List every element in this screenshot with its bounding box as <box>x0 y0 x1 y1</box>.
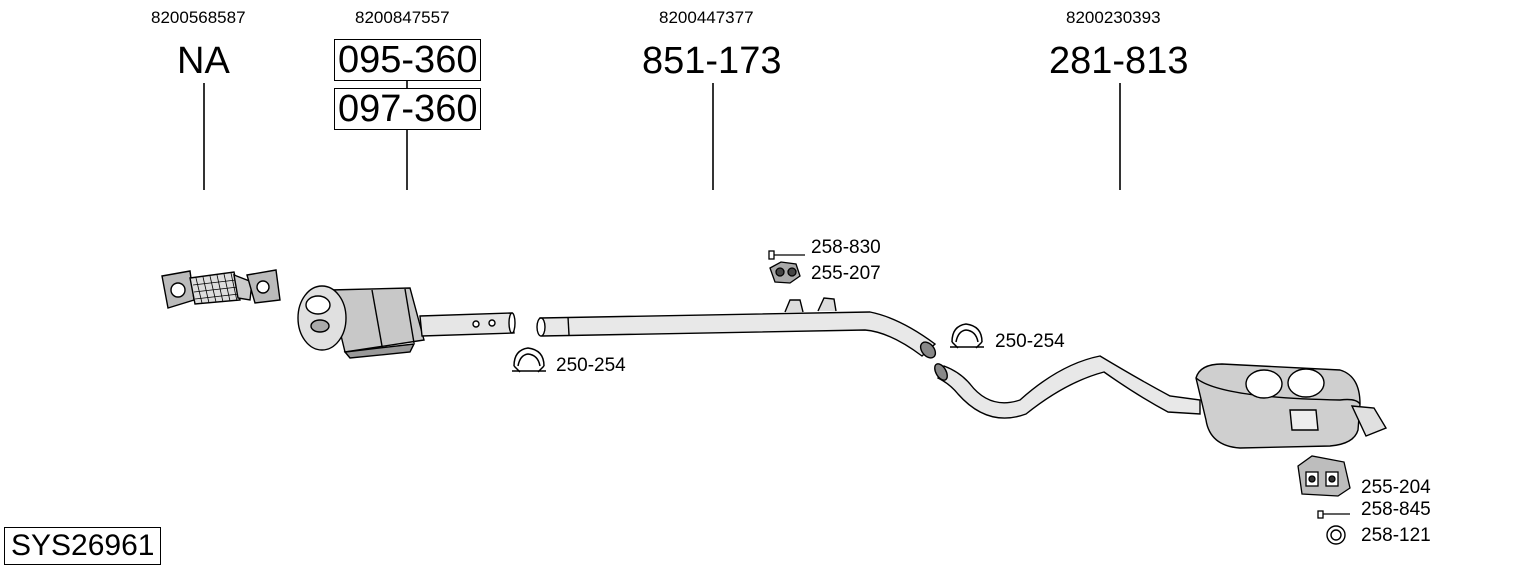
bolt-rear-icon <box>1317 510 1350 519</box>
part-number-middle-pipe: 851-173 <box>642 40 782 82</box>
bolt-mid-icon <box>768 250 805 260</box>
part-number-catalyst-2: 097-360 <box>334 88 482 130</box>
oem-number-middle-pipe: 8200447377 <box>659 8 754 27</box>
catalyst-drawing <box>297 285 516 359</box>
label-ring-rear: 258-121 <box>1361 525 1431 546</box>
oem-number-front-pipe: 8200568587 <box>151 8 246 27</box>
rear-silencer-drawing <box>934 355 1388 449</box>
ring-rear-icon <box>1326 525 1346 545</box>
part-number-rear-silencer: 281-813 <box>1049 40 1189 82</box>
part-number-catalyst-1: 095-360 <box>334 39 482 81</box>
system-code: SYS26961 <box>4 527 162 565</box>
label-bolt-rear: 258-845 <box>1361 499 1431 520</box>
label-rubber-rear: 255-204 <box>1361 477 1431 498</box>
rubber-mid-icon <box>769 261 801 284</box>
label-clamp-right: 250-254 <box>995 331 1065 352</box>
middle-pipe-drawing <box>536 297 937 359</box>
part-number-front-pipe: NA <box>177 40 230 82</box>
clamp-left-icon <box>512 347 546 373</box>
label-bolt-mid: 258-830 <box>811 237 881 258</box>
oem-number-catalyst: 8200847557 <box>355 8 450 27</box>
label-rubber-mid: 255-207 <box>811 263 881 284</box>
oem-number-rear-silencer: 8200230393 <box>1066 8 1161 27</box>
front-pipe-drawing <box>161 269 281 309</box>
clamp-right-icon <box>950 323 984 349</box>
label-clamp-left: 250-254 <box>556 355 626 376</box>
rubber-rear-icon <box>1297 455 1351 497</box>
